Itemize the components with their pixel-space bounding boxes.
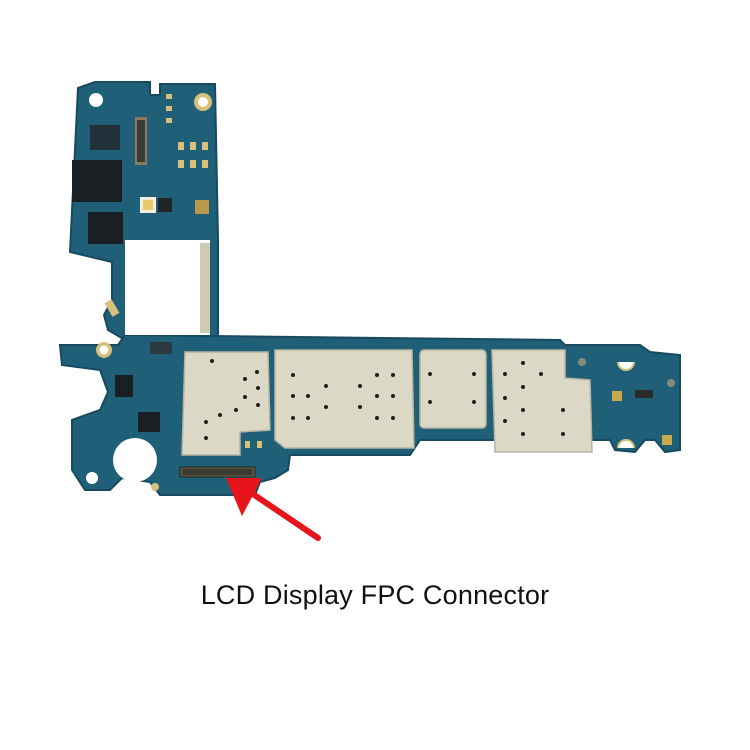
caption: LCD Display FPC Connector [200, 580, 550, 610]
red-arrow-icon [226, 478, 321, 541]
emi-shield [181, 351, 271, 456]
motherboard-photo [58, 81, 681, 541]
